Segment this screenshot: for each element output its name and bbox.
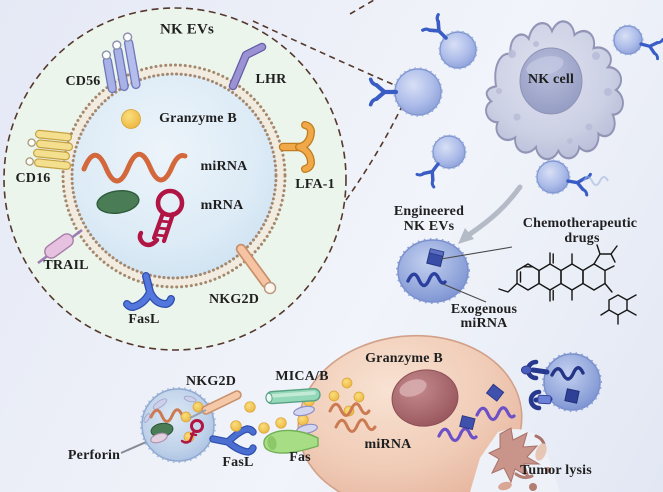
granzyme-b-icon [121,109,141,129]
nkg2d-receptor-small [189,390,242,419]
nk-ev [535,159,593,197]
cd16-label: CD16 [15,171,51,186]
mirna-strand-tumor [334,418,377,433]
nkg2d-label: NKG2D [209,292,259,307]
cd16-receptor-icon [25,129,74,171]
exogenous-label-line2: miRNA [460,316,508,331]
fasl-bottom-label: FasL [222,455,254,470]
magnified-vesicle [61,63,287,289]
tumor-cell [297,334,523,492]
fas-receptor-icon [263,429,319,454]
chemo-label-line2: drugs [564,231,600,246]
nk-ev [612,24,663,61]
mirna-strand-tumor [328,402,371,417]
drug-in-tumor [459,415,476,431]
free-nk-evs [371,12,663,197]
mica-b-label: MICA/B [275,369,329,384]
vesicle-lumen [69,71,279,281]
lfa1-label: LFA-1 [295,177,335,192]
faint-mirna-wave [583,176,609,186]
nk-ev [371,67,443,117]
drug-pointer-line [440,246,513,260]
mrna-hairpin-icon [137,188,185,248]
lfa1-receptor-icon [278,121,315,173]
docking-clamp [521,359,550,381]
mica-b-ligand-icon [265,387,321,405]
mirna-label: miRNA [200,159,248,174]
magnified-ev-title: NK EVs [159,21,215,38]
docking-engineered-ev [521,351,603,413]
engineered-nk-ev [395,237,513,305]
zoom-line-bottom [345,101,405,201]
membrane-pore-discs [293,405,318,435]
zoom-line-top [252,20,400,88]
mrna-hairpin-small [180,419,204,444]
nk-ev [420,12,478,70]
mirna-tumor-label: miRNA [364,437,412,452]
loaded-mirna-icon [406,272,447,288]
trail-receptor-icon [37,228,83,265]
perforin-icon [150,432,168,444]
granzyme-b-dots-tumor [328,377,365,417]
lhr-receptor-icon [228,42,267,91]
granzyme-b-label: Granzyme B [159,111,237,126]
fasl-receptor-icon [123,272,175,311]
fas-label: Fas [289,450,311,465]
cd56-receptor-icon [101,32,141,94]
membrane-inner-beads [70,72,278,280]
mirna-pointer-line [442,283,487,303]
fasl-label: FasL [128,312,160,327]
loaded-drug-icon [426,248,445,268]
membrane-outer-beads [61,63,287,289]
tumor-lysis-label: Tumor lysis [520,463,592,478]
granzyme-b-tumor-label: Granzyme B [365,351,443,366]
loaded-mirna-icon [550,366,585,381]
nk-cell-label: NK cell [527,72,575,87]
loading-arrow [458,184,523,244]
nkg2d-receptor-icon [235,243,277,295]
drug-in-tumor [485,383,505,402]
exogenous-mirna-in-tumor [437,427,478,443]
tumor-lysis-debris [470,427,560,492]
vesicle-cargo [81,109,188,248]
nkg2d-bottom-label: NKG2D [186,374,236,389]
effector-nk-ev [120,386,257,464]
loaded-drug-icon [564,388,580,404]
mrna-label: mRNA [200,198,244,213]
fasl-receptor-small [209,425,257,456]
engineered-label-line1: Engineered [393,204,465,219]
nk-ev [415,134,467,189]
nk-cell-granules [496,41,612,144]
chemo-label-line1: Chemotherapeutic [522,216,638,231]
engineered-label-line2: NK EVs [403,219,455,234]
perforin-label: Perforin [67,448,121,463]
docking-clamp [528,389,553,411]
protein-oval-icon [96,190,140,214]
doxorubicin-structure [498,244,637,325]
cd56-label: CD56 [65,74,101,89]
exogenous-mirna-in-tumor [475,406,516,422]
exogenous-label-line1: Exogenous [450,302,518,317]
trail-label: TRAIL [43,258,89,273]
lhr-label: LHR [255,72,287,87]
mirna-strand-icon [81,151,188,184]
